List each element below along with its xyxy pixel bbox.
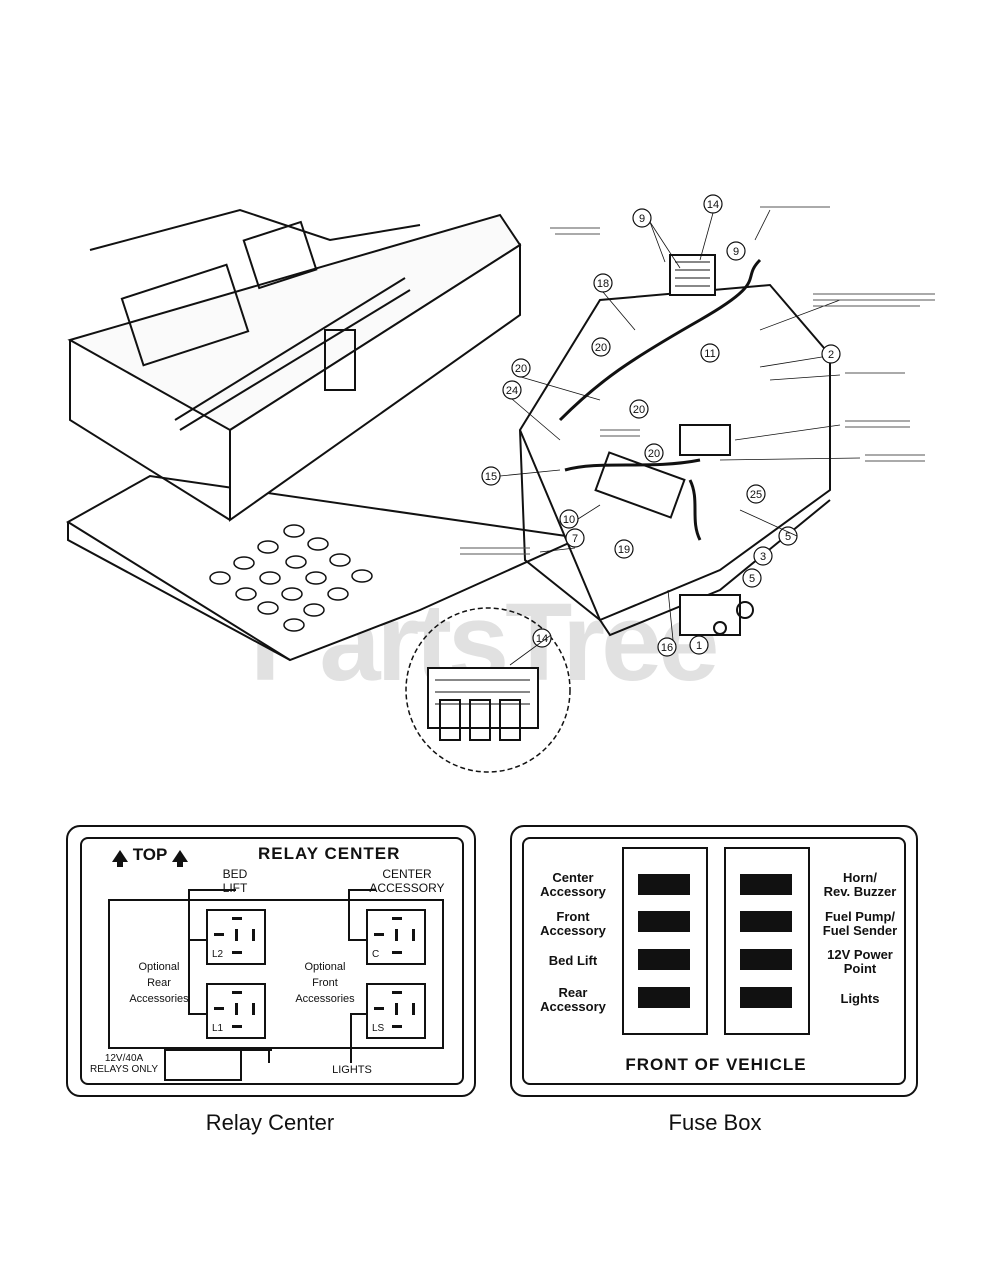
callout-number: 9 xyxy=(639,213,645,225)
fuse-label-rear-accessory: Rear Accessory xyxy=(540,985,606,1014)
relays-note-box xyxy=(164,1049,242,1081)
fuse-center-accessory xyxy=(638,874,690,895)
top-indicator: TOP xyxy=(112,845,188,867)
illegible-labels xyxy=(460,206,935,555)
relay-center-title: RELAY CENTER xyxy=(258,844,401,863)
callout-number: 15 xyxy=(485,471,497,483)
fuse-lights xyxy=(740,987,792,1008)
callout-number: 14 xyxy=(536,633,548,645)
relay-center-inner: TOP RELAY CENTER BED LIFT CENTER ACCESSO… xyxy=(80,837,464,1085)
fuse-label-front-accessory: Front Accessory xyxy=(540,909,606,938)
callout-number: 9 xyxy=(733,246,739,258)
callout-number: 14 xyxy=(707,199,719,211)
relay-center-accessory-c: C xyxy=(366,909,426,965)
fuse-box-inner: Center Accessory Front Accessory Bed Lif… xyxy=(522,837,906,1085)
fuse-column-left xyxy=(622,847,708,1035)
fuse-label-fuel-pump: Fuel Pump/ Fuel Sender xyxy=(822,909,898,938)
optional-front-label: Optional Front Accessories xyxy=(295,961,355,1005)
fuse-rear-accessory xyxy=(638,987,690,1008)
relay-code-ls: LS xyxy=(372,1023,385,1034)
fuse-fuel-pump xyxy=(740,911,792,932)
callout-number: 20 xyxy=(515,363,527,375)
fuse-label-12v-power: 12V Power Point xyxy=(827,947,893,976)
fuse-label-bed-lift: Bed Lift xyxy=(548,953,598,968)
fuse-label-lights: Lights xyxy=(840,991,880,1006)
fuse-label-center-accessory: Center Accessory xyxy=(540,870,606,899)
callout-number: 19 xyxy=(618,544,630,556)
callout-number: 20 xyxy=(595,342,607,354)
callout-number: 10 xyxy=(563,514,575,526)
callout-number: 16 xyxy=(661,642,673,654)
fuse-12v-power xyxy=(740,949,792,970)
fuse-box-panel: Center Accessory Front Accessory Bed Lif… xyxy=(510,825,918,1097)
relay-code-l2: L2 xyxy=(212,949,224,960)
relay-bed-lift-l2: L2 xyxy=(206,909,266,965)
callout-number: 5 xyxy=(749,573,755,585)
relay-frame xyxy=(108,899,444,1049)
callout-number: 1 xyxy=(696,640,702,652)
callout-number: 25 xyxy=(750,489,762,501)
bed-lift-label: BED LIFT xyxy=(222,867,248,895)
callout-number: 3 xyxy=(760,551,766,563)
callout-number: 2 xyxy=(828,349,834,361)
center-accessory-label: CENTER ACCESSORY xyxy=(369,867,445,895)
bed-lift-leader xyxy=(188,889,190,999)
relay-lights-ls: LS xyxy=(366,983,426,1039)
fuse-horn xyxy=(740,874,792,895)
relays-note: 12V/40A RELAYS ONLY xyxy=(90,1053,158,1075)
center-accessory-leader xyxy=(348,889,350,941)
callout-number: 5 xyxy=(785,531,791,543)
optional-rear-label: Optional Rear Accessories xyxy=(129,961,189,1005)
top-label: TOP xyxy=(132,845,168,864)
callout-number: 20 xyxy=(648,448,660,460)
fuse-box-footer: FRONT OF VEHICLE xyxy=(625,1055,807,1074)
lights-leader xyxy=(350,1013,366,1015)
callout-number: 18 xyxy=(597,278,609,290)
vehicle-frame xyxy=(66,208,831,773)
fuse-box-caption: Fuse Box xyxy=(668,1110,762,1135)
callout-number: 11 xyxy=(704,348,715,360)
fuse-front-accessory xyxy=(638,911,690,932)
relay-code-c: C xyxy=(372,949,380,960)
lights-label: LIGHTS xyxy=(332,1064,372,1076)
arrow-up-icon xyxy=(112,849,128,867)
callout-number: 24 xyxy=(506,385,518,397)
fuse-column-right xyxy=(724,847,810,1035)
callout-number: 7 xyxy=(572,533,578,545)
fuse-bed-lift xyxy=(638,949,690,970)
relay-center-caption: Relay Center xyxy=(205,1110,335,1135)
relay-center-panel: TOP RELAY CENTER BED LIFT CENTER ACCESSO… xyxy=(66,825,476,1097)
leader-lines xyxy=(499,209,861,666)
arrow-up-icon xyxy=(171,849,188,867)
callout-number: 20 xyxy=(633,404,645,416)
callout-markers xyxy=(481,194,841,657)
relay-code-l1: L1 xyxy=(212,1023,224,1034)
fuse-label-horn: Horn/ Rev. Buzzer xyxy=(823,870,897,899)
relay-l1: L1 xyxy=(206,983,266,1039)
